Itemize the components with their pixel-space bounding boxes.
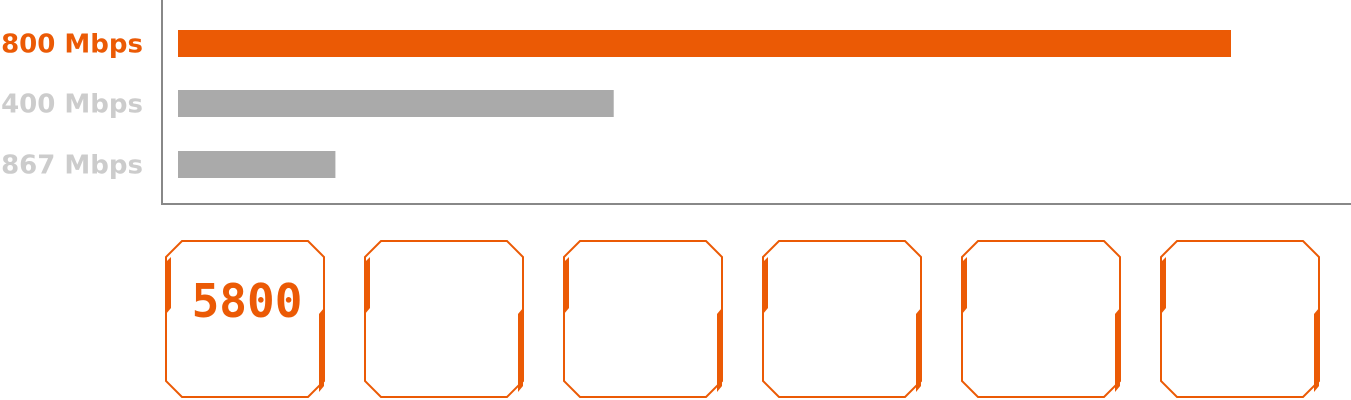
tile-right-accent bbox=[518, 308, 523, 392]
tile-2 bbox=[563, 240, 723, 398]
tile-3 bbox=[762, 240, 922, 398]
category-label: 867 Mbps bbox=[1, 151, 143, 181]
category-label: 5800 Mbps bbox=[0, 30, 143, 60]
tile-left-accent bbox=[564, 257, 569, 314]
tile-frame bbox=[563, 240, 723, 398]
tile-left-accent bbox=[166, 257, 171, 314]
tile-5 bbox=[1160, 240, 1320, 398]
tile-frame bbox=[762, 240, 922, 398]
category-label: 2400 Mbps bbox=[0, 90, 143, 120]
tile-right-accent bbox=[1314, 308, 1319, 392]
tile-right-accent bbox=[717, 308, 722, 392]
bar-2 bbox=[178, 151, 336, 178]
tile-right-accent bbox=[1115, 308, 1120, 392]
tile-frame bbox=[961, 240, 1121, 398]
tile-value: 5800 bbox=[192, 274, 303, 328]
tile-left-accent bbox=[1161, 257, 1166, 314]
tile-1 bbox=[364, 240, 524, 398]
tile-4 bbox=[961, 240, 1121, 398]
tile-frame bbox=[1160, 240, 1320, 398]
tile-left-accent bbox=[962, 257, 967, 314]
tile-left-accent bbox=[763, 257, 768, 314]
tile-0: 5800 bbox=[165, 240, 325, 398]
tile-right-accent bbox=[319, 308, 324, 392]
tile-right-accent bbox=[916, 308, 921, 392]
bar-1 bbox=[178, 90, 614, 117]
tile-frame bbox=[364, 240, 524, 398]
tile-left-accent bbox=[365, 257, 370, 314]
bar-0 bbox=[178, 30, 1231, 57]
